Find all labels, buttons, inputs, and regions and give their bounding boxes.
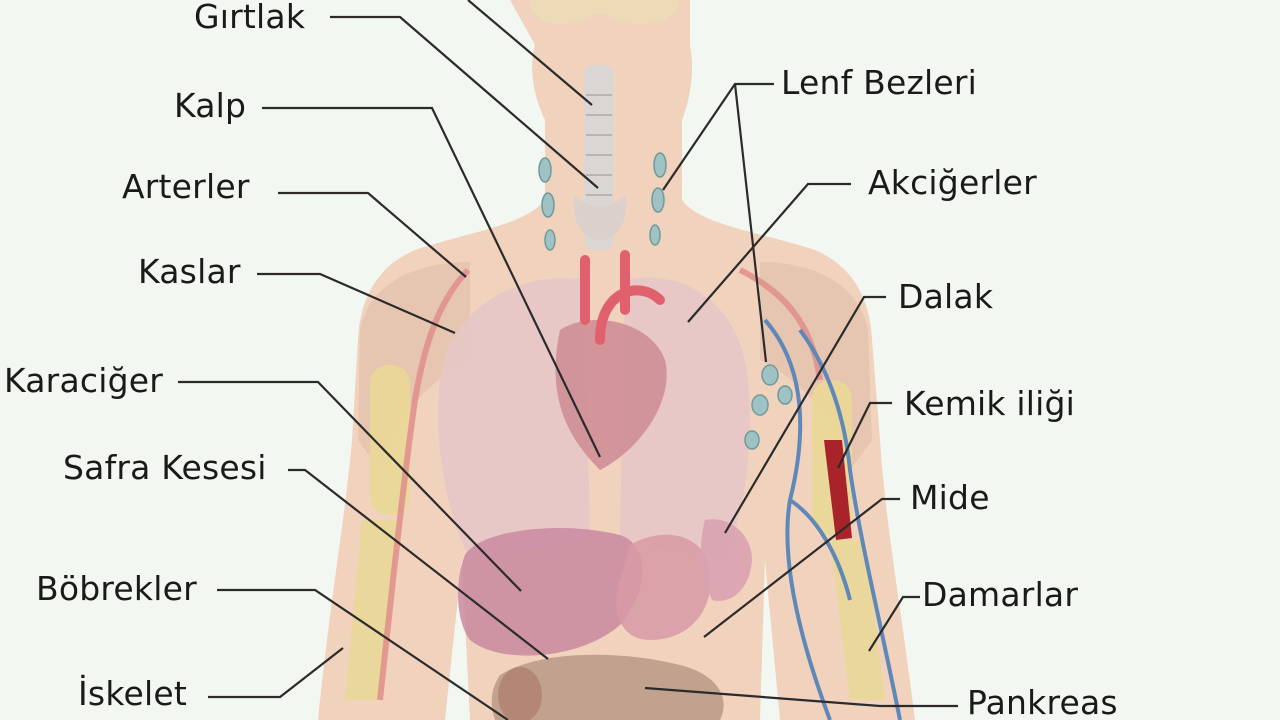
- humerus-left: [370, 365, 410, 515]
- leader-girtlak: [330, 15, 599, 189]
- label-pankreas: Pankreas: [967, 683, 1118, 720]
- leader-safra-kesesi: [288, 468, 549, 660]
- arm-artery-left: [377, 267, 471, 701]
- label-kaslar: Kaslar: [138, 252, 241, 291]
- trachea: [584, 65, 614, 250]
- leader-lenf-a: [662, 82, 774, 191]
- kidney-left: [498, 667, 542, 720]
- aorta: [580, 250, 665, 345]
- label-bobrekler: Böbrekler: [36, 569, 197, 608]
- arm-artery-right: [738, 267, 823, 381]
- label-mide: Mide: [910, 478, 990, 517]
- spleen: [700, 519, 752, 601]
- leader-bobrekler: [217, 588, 509, 720]
- leader-dalak: [724, 295, 886, 534]
- label-akcigerler: Akciğerler: [868, 163, 1037, 202]
- label-lenf-bezleri: Lenf Bezleri: [781, 63, 978, 102]
- leader-kemik-iligi: [837, 401, 892, 469]
- label-damarlar: Damarlar: [922, 575, 1079, 614]
- stomach: [616, 534, 711, 640]
- label-kalp: Kalp: [174, 86, 247, 125]
- leader-akcigerler: [687, 182, 851, 323]
- skull: [530, 0, 680, 24]
- leader-pankreas: [644, 686, 958, 708]
- label-karaciger: Karaciğer: [4, 361, 164, 400]
- leader-arterler: [278, 191, 467, 278]
- leader-kalp: [262, 106, 601, 458]
- leader-damarlar: [868, 595, 920, 652]
- label-kemik-iligi: Kemik iliği: [904, 384, 1076, 423]
- leader-top: [467, 0, 593, 106]
- label-dalak: Dalak: [898, 277, 994, 316]
- thyroid: [573, 195, 627, 240]
- heart: [555, 320, 667, 470]
- leader-lenf-b: [733, 83, 768, 363]
- leader-kaslar: [257, 272, 456, 335]
- leader-iskelet: [208, 647, 344, 699]
- label-safra-kesesi: Safra Kesesi: [63, 448, 267, 487]
- leader-karaciger: [178, 380, 522, 592]
- label-iskelet: İskelet: [78, 674, 187, 713]
- lymph-nodes: [538, 152, 793, 450]
- leader-mide: [703, 497, 900, 638]
- intestines: [491, 654, 724, 720]
- label-arterler: Arterler: [122, 167, 250, 206]
- lung-left: [438, 278, 590, 560]
- forearm-bones-left: [345, 520, 400, 700]
- bone-marrow: [824, 440, 852, 540]
- label-girtlak: Gırtlak: [194, 0, 306, 36]
